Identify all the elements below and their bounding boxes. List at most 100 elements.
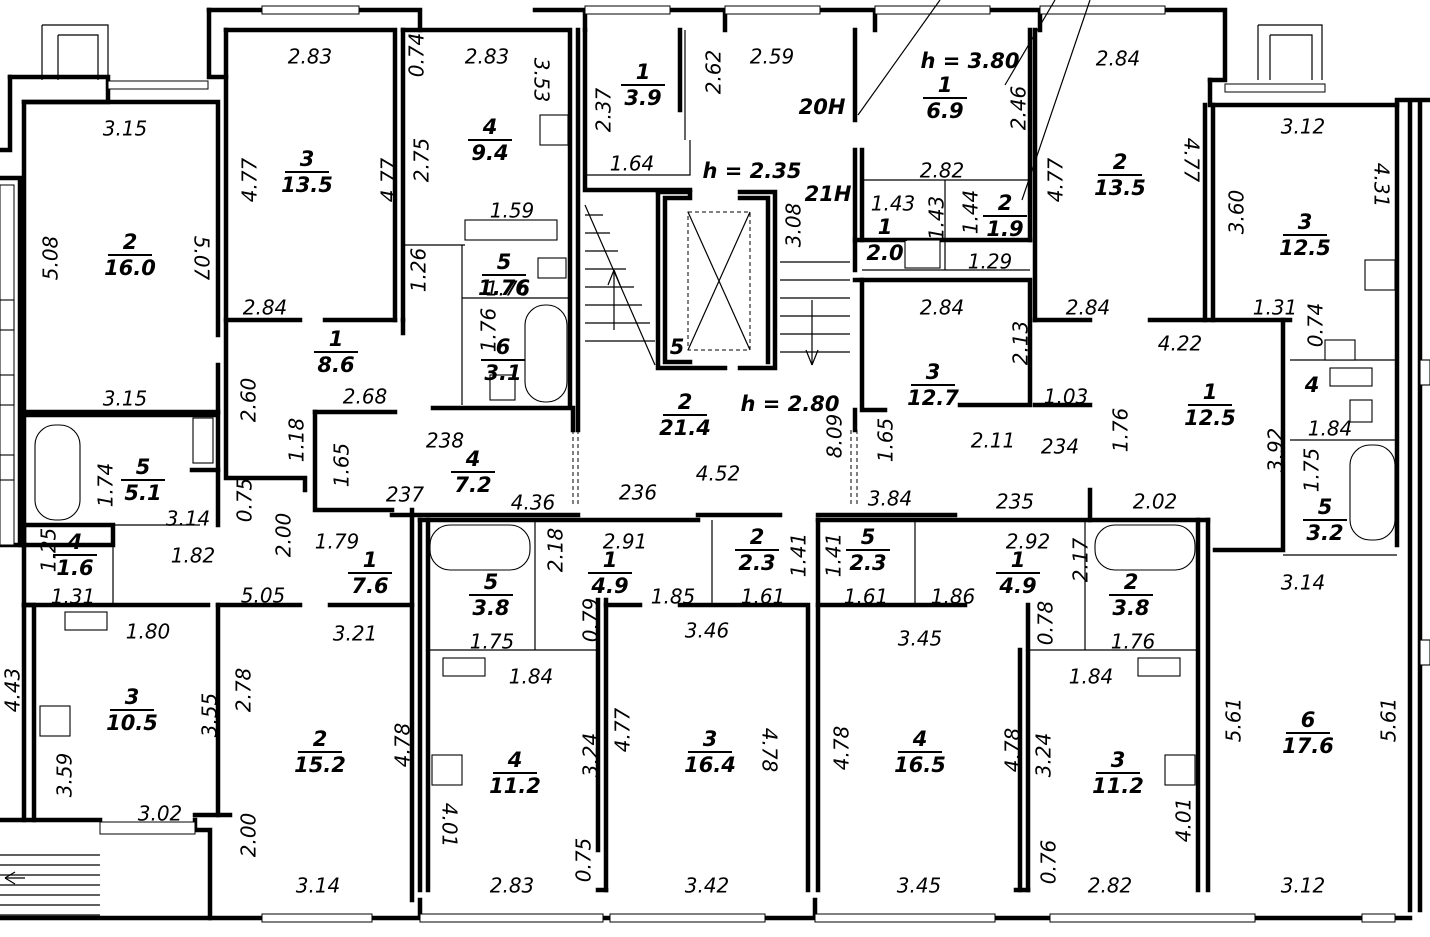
dimension-label: 234: [1041, 435, 1079, 459]
dimension-label: 1.84: [509, 665, 554, 689]
room-number: 5: [484, 570, 499, 594]
dimension-label: 3.55: [198, 693, 222, 738]
room-label: 55.1: [121, 455, 165, 505]
room-number: 3: [1298, 210, 1313, 234]
dimension-label: 2.84: [243, 296, 288, 320]
room-number: 4: [465, 447, 481, 471]
room-label: 12.0: [863, 215, 907, 265]
dimension-label: 1.61: [741, 585, 786, 609]
room-label: 316.4: [684, 727, 736, 777]
dimension-label: 2.17: [1069, 537, 1093, 582]
dimension-label: 1.65: [874, 418, 898, 463]
room-area: 12.7: [907, 386, 959, 410]
room-number: 1: [636, 60, 651, 84]
dimension-label: 2.62: [702, 50, 726, 95]
room-number: 1: [603, 548, 618, 572]
dimension-label: 2.75: [410, 138, 434, 183]
dimension-label: 2.13: [1009, 321, 1033, 366]
dimension-label: 3.46: [685, 619, 730, 643]
room-number: 3: [1111, 748, 1126, 772]
room-label: 53.8: [469, 570, 513, 620]
ceiling-height-label: h = 2.35: [703, 159, 802, 183]
room-label: 22.3: [735, 525, 779, 575]
dimension-label: 237: [386, 483, 424, 507]
dimension-label: 4.77: [1180, 138, 1204, 183]
dimension-label: 5.07: [190, 236, 214, 281]
dimension-label: 1.44: [959, 190, 983, 235]
dimension-label: 2.82: [1088, 874, 1133, 898]
room-number: 2: [1124, 570, 1139, 594]
dimension-label: 1.61: [844, 585, 889, 609]
dimension-label: 0.78: [1034, 601, 1058, 646]
dimension-label: 1.41: [822, 533, 846, 578]
dimension-label: 4.78: [830, 726, 854, 771]
room-label: 51.76: [478, 250, 530, 300]
room-label: 215.2: [294, 727, 346, 777]
dimension-label: 4.77: [377, 157, 401, 202]
room-number: 4: [67, 530, 83, 554]
zone-label: 5: [670, 335, 685, 359]
room-area: 12.5: [1279, 236, 1331, 260]
room-area: 11.2: [1092, 774, 1144, 798]
dimension-label: 235: [996, 490, 1034, 514]
dimension-label: 0.75: [572, 838, 596, 883]
dimension-label: 2.84: [1066, 296, 1111, 320]
room-area: 13.5: [1094, 176, 1146, 200]
room-number: 1: [1011, 548, 1026, 572]
room-label: 49.4: [468, 115, 512, 165]
dimension-label: 4.77: [611, 707, 635, 752]
room-area: 21.4: [659, 416, 711, 440]
room-number: 1: [363, 548, 378, 572]
room-label: 411.2: [489, 748, 541, 798]
room-area: 13.5: [281, 173, 333, 197]
dimension-label: 1.76: [1109, 408, 1133, 453]
dimension-label: 3.59: [53, 753, 77, 798]
dimension-label: 4.77: [238, 157, 262, 202]
room-area: 3.8: [472, 596, 509, 620]
dimension-label: 3.21: [333, 622, 378, 646]
dimension-label: 4.01: [1172, 798, 1196, 843]
dimension-label: 1.75: [470, 630, 515, 654]
dimension-label: 3.14: [166, 507, 211, 531]
ceiling-height-label: h = 3.80: [921, 49, 1020, 73]
room-label: 16.9: [923, 73, 967, 123]
room-label: 312.7: [907, 360, 959, 410]
room-number: 2: [750, 525, 765, 549]
dimension-label: 2.00: [237, 813, 261, 858]
dimension-label: 3.14: [1281, 571, 1326, 595]
dimension-label: 2.00: [272, 513, 296, 558]
room-area: 10.5: [106, 711, 158, 735]
dimension-label: 1.85: [651, 585, 696, 609]
dimension-label: 3.24: [1032, 733, 1056, 778]
dimension-label: 3.84: [868, 487, 913, 511]
dimension-label: 3.45: [897, 874, 942, 898]
dimension-label: 3.24: [579, 733, 603, 778]
room-number: 4: [912, 727, 928, 751]
ceiling-height-label: h = 2.80: [741, 392, 840, 416]
dimension-label: 1.26: [407, 248, 431, 293]
room-label: 213.5: [1094, 150, 1146, 200]
dimension-label: 1.43: [925, 196, 949, 241]
dimension-label: 2.83: [490, 874, 535, 898]
dimension-label: 3.02: [138, 802, 183, 826]
room-number: 5: [497, 250, 512, 274]
dimension-label: 238: [426, 429, 464, 453]
room-label: 216.0: [104, 230, 156, 280]
room-number: 1: [938, 73, 953, 97]
dimension-label: 5.61: [1377, 698, 1401, 743]
room-label: 313.5: [281, 147, 333, 197]
room-label: 311.2: [1092, 748, 1144, 798]
room-area: 2.3: [738, 551, 775, 575]
dimension-label: 1.43: [871, 192, 916, 216]
dimension-label: 3.12: [1281, 115, 1326, 139]
dimension-label: 1.59: [490, 199, 535, 223]
dimension-label: 236: [619, 481, 657, 505]
dimension-label: 2.68: [343, 385, 388, 409]
room-label: 21.9: [983, 191, 1027, 241]
dimension-label: 3.15: [103, 387, 148, 411]
room-label: 53.2: [1303, 495, 1347, 545]
dimension-label: 1.76: [486, 277, 531, 301]
dimension-label: 4.36: [511, 491, 556, 515]
